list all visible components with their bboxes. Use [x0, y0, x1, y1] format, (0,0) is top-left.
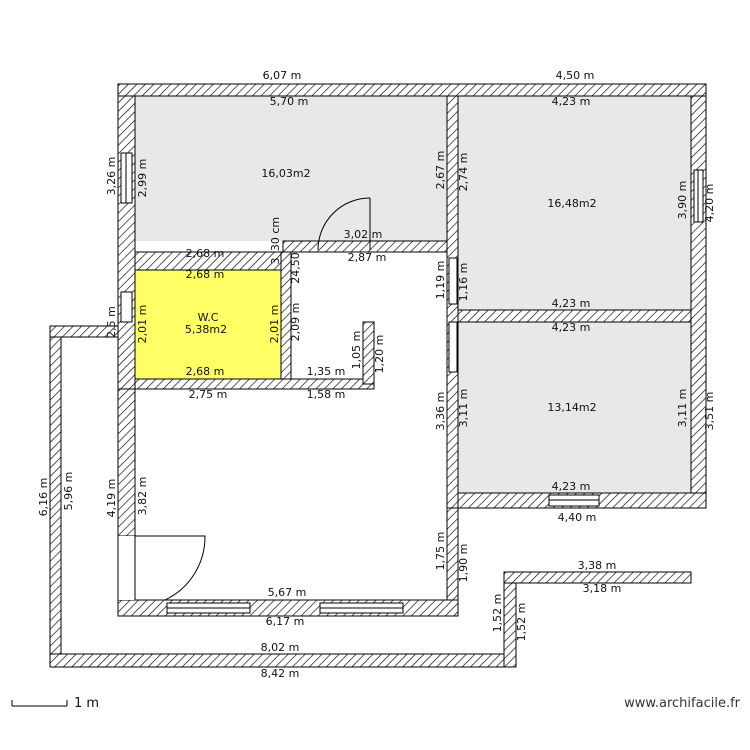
dim-terrace-step-a: 1,52 m: [491, 594, 504, 633]
dim-terrace-bottom-inner: 8,02 m: [261, 641, 300, 654]
dim-wc-outer-left: 2,5 m: [105, 306, 118, 338]
dim-terrace-right-inner: 3,18 m: [583, 582, 622, 595]
dim-top-outer-left: 6,07 m: [263, 69, 302, 82]
dim-terrace-left-a: 6,16 m: [37, 478, 50, 517]
dim-living-left-outer: 4,19 m: [105, 479, 118, 518]
windows: [120, 152, 704, 614]
window-middle-lower: [448, 321, 458, 373]
dim-vert-2-09: 2,09 m: [289, 303, 302, 342]
dim-vert-3: 3: [269, 258, 282, 265]
room-middle-right-area: 13,14m2: [547, 401, 596, 414]
dim-left-outer-top: 3,26 m: [105, 157, 118, 196]
door-arc-living: [135, 535, 206, 601]
dim-vert-1-20: 1,20 m: [373, 335, 386, 374]
dim-vert-3-11-a: 3,11 m: [457, 389, 470, 428]
dim-wc-left: 2,01 m: [136, 305, 149, 344]
dim-horiz-2-75: 2,75 m: [189, 388, 228, 401]
dimension-labels: 6,07 m 5,70 m 4,50 m 4,23 m 2,68 m 2,68 …: [37, 69, 716, 680]
dim-horiz-1-35: 1,35 m: [307, 365, 346, 378]
dim-vert-30cm: 30 cm: [269, 217, 282, 251]
dim-corr-above-wc: 2,68 m: [186, 247, 225, 260]
dim-bedroom-right-bottom-b: 4,23 m: [552, 321, 591, 334]
wc-name: W.C: [198, 311, 219, 324]
room-top-right-area: 16,48m2: [547, 197, 596, 210]
dim-wc-right: 2,01 m: [268, 305, 281, 344]
door-arc-top: [317, 197, 371, 251]
dim-corr-top: 3,02 m: [344, 228, 383, 241]
room-top-left: [135, 96, 447, 241]
dim-room-bottom-outer: 4,40 m: [558, 511, 597, 524]
room-middle-right: [458, 322, 691, 493]
dim-vert-3-51: 3,51 m: [703, 392, 716, 431]
dim-right-inner-top: 3,90 m: [676, 181, 689, 220]
dim-top-outer-right: 4,50 m: [556, 69, 595, 82]
dim-right-outer-top: 4,20 m: [703, 184, 716, 223]
dim-room-bottom-inner: 4,23 m: [552, 480, 591, 493]
dim-mid-wall-right: 2,74 m: [457, 153, 470, 192]
dim-vert-1-19: 1,19 m: [434, 261, 447, 300]
dim-terrace-step-b: 1,52 m: [515, 603, 528, 642]
dim-living-bottom-outer: 6,17 m: [266, 615, 305, 628]
room-wc: [135, 270, 281, 379]
dim-wc-bottom-inner: 2,68 m: [186, 365, 225, 378]
dim-vert-1-16: 1,16 m: [457, 263, 470, 302]
dim-vert-1-05: 1,05 m: [350, 331, 363, 370]
watermark: www.archifacile.fr: [624, 696, 740, 711]
window-wc: [120, 291, 133, 323]
room-top-left-area: 16,03m2: [261, 167, 310, 180]
dim-corr-below: 2,87 m: [348, 251, 387, 264]
dim-terrace-bottom-outer: 8,42 m: [261, 667, 300, 680]
scale-label: 1 m: [74, 696, 99, 711]
dim-top-inner-left: 5,70 m: [270, 95, 309, 108]
doors: [117, 197, 371, 601]
dim-bedroom-right-bottom-a: 4,23 m: [552, 297, 591, 310]
dim-living-left-inner: 3,82 m: [136, 477, 149, 516]
dim-living-bottom-inner: 5,67 m: [268, 586, 307, 599]
room-top-right: [458, 96, 691, 310]
dim-vert-3-36: 3,36 m: [434, 392, 447, 431]
dim-horiz-1-58: 1,58 m: [307, 388, 346, 401]
scale-bar: 1 m: [11, 696, 99, 711]
dim-terrace-right-top: 3,38 m: [578, 559, 617, 572]
dim-mid-wall-left: 2,67 m: [434, 151, 447, 190]
dim-vert-24-50: 24,50: [289, 252, 302, 284]
dim-vert-1-75: 1,75 m: [434, 532, 447, 571]
dim-wc-top: 2,68 m: [186, 268, 225, 281]
dim-left-inner-top: 2,99 m: [136, 159, 149, 198]
dim-terrace-left-b: 5,96 m: [62, 472, 75, 511]
dim-top-inner-right: 4,23 m: [552, 95, 591, 108]
wc-area: 5,38m2: [185, 323, 227, 336]
window-middle: [448, 257, 458, 305]
dim-vert-1-90: 1,90 m: [457, 544, 470, 583]
dim-vert-3-11-b: 3,11 m: [676, 389, 689, 428]
